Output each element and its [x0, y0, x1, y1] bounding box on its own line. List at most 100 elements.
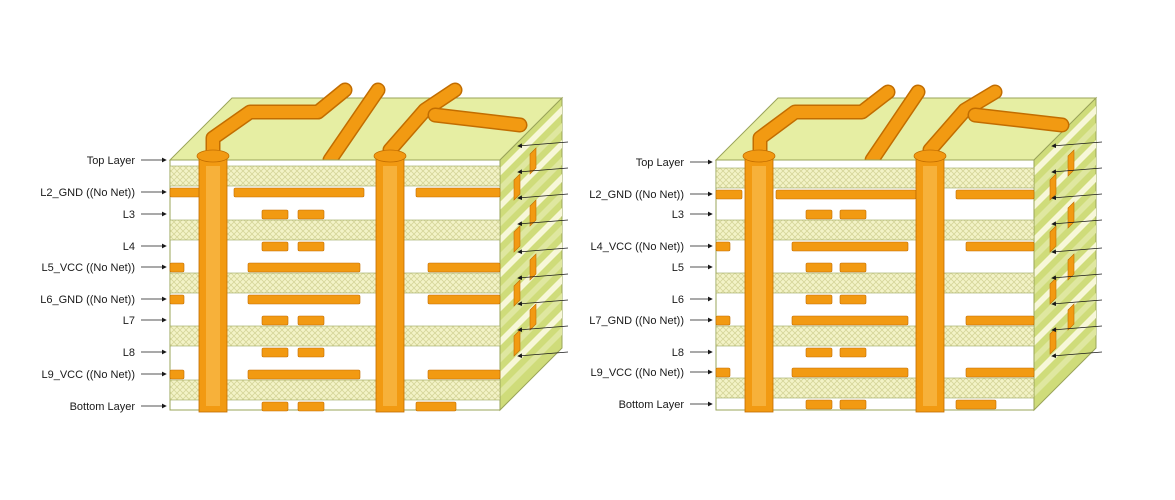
- side-arrow: [517, 247, 569, 255]
- top-trace: [754, 86, 894, 156]
- copper-layer-segment: [805, 347, 833, 358]
- side-layer-band: [1034, 276, 1096, 346]
- layer-label: L8: [123, 347, 135, 359]
- side-arrow: [1051, 193, 1103, 201]
- copper-layer-segment: [247, 294, 361, 305]
- side-layer-band: [1034, 191, 1096, 261]
- dielectric-layer: [169, 379, 501, 401]
- side-copper-tab: [529, 199, 537, 227]
- side-arrow: [1051, 247, 1103, 255]
- layer-label: L9_VCC ((No Net)): [590, 367, 684, 379]
- dielectric-layer: [169, 165, 501, 187]
- dielectric-layer: [169, 219, 501, 241]
- layer-label: L7: [123, 315, 135, 327]
- via-highlight: [206, 166, 220, 406]
- side-layer-band: [1034, 106, 1096, 176]
- side-arrow: [517, 325, 569, 333]
- side-copper-tab: [513, 225, 521, 253]
- copper-layer-segment: [261, 315, 289, 326]
- side-arrow: [1051, 351, 1103, 359]
- copper-layer-segment: [427, 294, 501, 305]
- dielectric-layer: [715, 167, 1035, 189]
- side-copper-tab: [1049, 173, 1057, 201]
- copper-layer-segment: [805, 209, 833, 220]
- side-layer-band: [1034, 208, 1096, 278]
- copper-layer-segment: [965, 241, 1035, 252]
- layer-label: Bottom Layer: [619, 399, 685, 411]
- copper-layer-segment: [775, 189, 917, 200]
- side-arrow: [517, 141, 569, 149]
- via-pad: [913, 149, 947, 163]
- copper-layer-segment: [261, 347, 289, 358]
- copper-layer-segment: [233, 187, 365, 198]
- side-copper-tab: [1067, 253, 1075, 281]
- side-arrow: [517, 273, 569, 281]
- copper-layer-segment: [839, 262, 867, 273]
- side-layer-band: [1034, 123, 1096, 193]
- layer-label: L5: [672, 262, 684, 274]
- layer-label: L8: [672, 347, 684, 359]
- side-arrow: [517, 167, 569, 175]
- side-arrow: [1051, 167, 1103, 175]
- via-highlight: [383, 166, 397, 406]
- side-arrow: [1051, 273, 1103, 281]
- side-arrow: [1051, 299, 1103, 307]
- copper-layer-segment: [415, 187, 501, 198]
- side-arrow: [1051, 219, 1103, 227]
- copper-layer-segment: [297, 347, 325, 358]
- copper-layer-segment: [955, 399, 997, 410]
- copper-layer-segment: [169, 294, 185, 305]
- dielectric-layer: [715, 272, 1035, 294]
- dielectric-layer: [715, 377, 1035, 399]
- copper-layer-segment: [715, 189, 743, 200]
- side-layer-band: [500, 106, 562, 176]
- top-trace: [384, 84, 461, 156]
- copper-layer-segment: [955, 189, 1035, 200]
- side-layer-band: [1034, 327, 1096, 397]
- via-highlight: [923, 166, 937, 406]
- copper-layer-segment: [715, 241, 731, 252]
- top-trace: [924, 86, 1001, 156]
- copper-layer-segment: [297, 241, 325, 252]
- top-trace: [324, 84, 384, 166]
- top-trace: [207, 84, 351, 156]
- layer-label: L5_VCC ((No Net)): [41, 262, 135, 274]
- copper-layer-segment: [297, 209, 325, 220]
- side-copper-tab: [1049, 225, 1057, 253]
- layer-label: L6: [672, 294, 684, 306]
- side-layer-band: [1034, 259, 1096, 329]
- layer-label: L4_VCC ((No Net)): [590, 241, 684, 253]
- copper-layer-segment: [791, 315, 909, 326]
- copper-layer-segment: [297, 315, 325, 326]
- copper-layer-segment: [427, 369, 501, 380]
- side-layer-band: [500, 259, 562, 329]
- layer-label: L7_GND ((No Net)): [589, 315, 684, 327]
- layer-label: Bottom Layer: [70, 401, 136, 413]
- side-copper-tab: [1067, 303, 1075, 331]
- side-layer-band: [1034, 140, 1096, 210]
- copper-layer-segment: [839, 347, 867, 358]
- copper-layer-segment: [169, 187, 203, 198]
- side-copper-tab: [513, 279, 521, 307]
- copper-layer-segment: [247, 369, 361, 380]
- copper-layer-segment: [415, 401, 457, 412]
- side-layer-band: [1034, 174, 1096, 244]
- layer-label: L2_GND ((No Net)): [589, 189, 684, 201]
- via-pad: [196, 149, 230, 163]
- layer-label: L2_GND ((No Net)): [40, 187, 135, 199]
- copper-layer-segment: [791, 241, 909, 252]
- via-highlight: [752, 166, 766, 406]
- copper-layer-segment: [261, 401, 289, 412]
- side-arrow: [1051, 141, 1103, 149]
- copper-layer-segment: [169, 369, 185, 380]
- copper-layer-segment: [715, 367, 731, 378]
- layer-label: L3: [672, 209, 684, 221]
- copper-layer-segment: [715, 315, 731, 326]
- copper-layer-segment: [247, 262, 361, 273]
- top-trace: [429, 109, 526, 131]
- side-copper-tab: [529, 147, 537, 175]
- copper-layer-segment: [839, 209, 867, 220]
- copper-layer-segment: [261, 209, 289, 220]
